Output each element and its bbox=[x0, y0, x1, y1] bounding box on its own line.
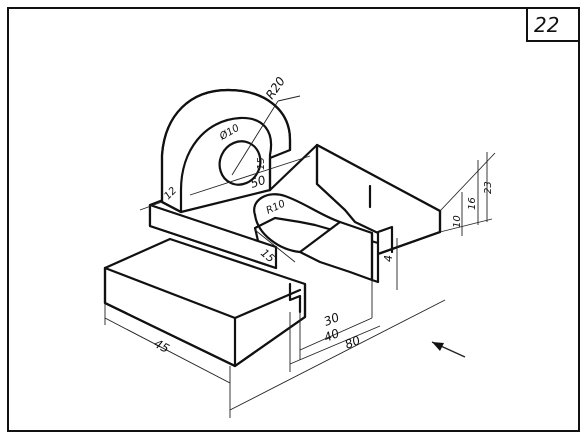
dim-45: 45 bbox=[152, 336, 172, 356]
dim-80: 80 bbox=[343, 333, 363, 352]
boss-hole bbox=[218, 140, 262, 186]
dim-10: 10 bbox=[452, 215, 463, 228]
dim-30: 30 bbox=[322, 310, 342, 329]
dim-23: 23 bbox=[483, 181, 494, 194]
dim-15-boss: 15 bbox=[256, 157, 267, 170]
rear-slotted-block bbox=[148, 143, 442, 284]
part-isometric bbox=[103, 88, 442, 368]
front-base-block bbox=[103, 237, 307, 368]
upright-boss bbox=[160, 88, 292, 214]
sheet-number: 22 bbox=[534, 13, 559, 37]
dim-50: 50 bbox=[249, 173, 268, 191]
dim-r20: R20 bbox=[263, 74, 288, 102]
sheet-number-box: 22 bbox=[526, 7, 580, 42]
dim-40: 40 bbox=[322, 326, 342, 345]
dimension-lines bbox=[104, 95, 496, 418]
dim-4: 4 bbox=[382, 255, 395, 262]
sheet-frame bbox=[7, 7, 580, 432]
dim-16: 16 bbox=[467, 197, 478, 210]
